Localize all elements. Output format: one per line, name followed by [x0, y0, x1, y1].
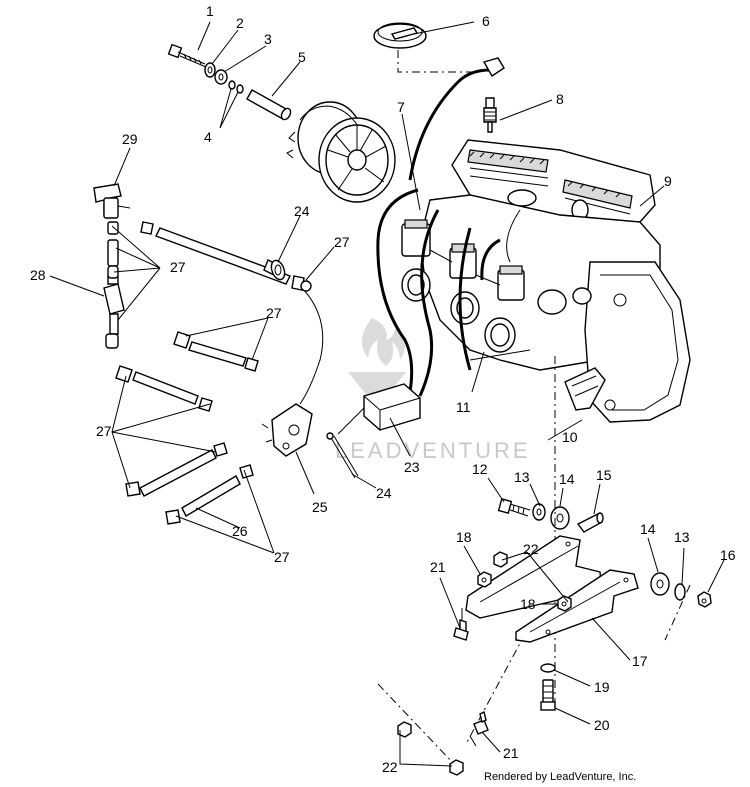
nut-3 [214, 69, 228, 85]
callout-21b: 21 [503, 745, 519, 761]
callout-27d: 27 [96, 423, 112, 439]
callout-18a: 18 [456, 529, 472, 545]
washer-13a [532, 503, 546, 521]
callout-22b: 22 [382, 759, 398, 775]
tee-fitting-24 [270, 259, 286, 281]
callout-19: 19 [594, 679, 610, 695]
render-credit: Rendered by LeadVenture, Inc. [484, 771, 636, 783]
starter-handle-10 [564, 367, 606, 411]
callout-7: 7 [397, 99, 405, 115]
fuel-filter-28 [103, 275, 125, 349]
washer-2 [204, 62, 216, 78]
fuel-line-lower-2 [125, 442, 228, 497]
fuel-pump-29 [93, 183, 131, 219]
callout-28: 28 [30, 267, 46, 283]
callout-21a: 21 [430, 559, 446, 575]
leader-lines [49, 21, 725, 767]
callout-24a: 24 [294, 203, 310, 219]
callout-labels: 1 2 3 4 5 6 7 8 9 10 11 12 13 14 15 14 1… [30, 3, 736, 775]
washer-13b [674, 583, 686, 601]
fuel-line-middle [173, 331, 259, 372]
callout-20: 20 [594, 717, 610, 733]
bolt-20 [540, 679, 556, 711]
hose-clamp-left [107, 221, 119, 279]
callout-2: 2 [236, 15, 244, 31]
callout-16: 16 [720, 547, 736, 563]
callout-1: 1 [206, 3, 214, 19]
callout-18b: 18 [520, 596, 536, 612]
callout-13a: 13 [514, 469, 530, 485]
cdi-box-23 [337, 383, 421, 435]
spacer-sleeve-5 [246, 89, 292, 121]
callout-9: 9 [664, 173, 672, 189]
spacer-15 [576, 512, 604, 533]
callout-15: 15 [596, 467, 612, 483]
tee-fitting-25 [261, 403, 313, 457]
mount-bracket-17 [465, 535, 639, 643]
callout-4: 4 [204, 129, 212, 145]
nut-16 [697, 591, 712, 608]
callout-27e: 27 [274, 549, 290, 565]
callout-10: 10 [562, 429, 578, 445]
bolt-12 [497, 498, 531, 517]
fuel-line-lower-1 [115, 365, 213, 412]
callout-25: 25 [312, 499, 328, 515]
spark-plug-8 [483, 97, 497, 133]
pin-24 [326, 432, 359, 479]
drive-clutch [286, 101, 396, 203]
callout-24b: 24 [376, 485, 392, 501]
callout-26: 26 [232, 523, 248, 539]
callout-12: 12 [472, 461, 488, 477]
callout-22a: 22 [523, 541, 539, 557]
spark-plug-wire [408, 57, 505, 181]
fuel-cap-6 [373, 22, 427, 49]
nut-18a [477, 571, 492, 588]
watermark-text: LEADVENTURE [335, 438, 531, 463]
stud-21b [469, 710, 489, 747]
callout-29: 29 [122, 131, 138, 147]
callout-23: 23 [404, 459, 420, 475]
callout-8: 8 [556, 91, 564, 107]
callout-27a: 27 [170, 259, 186, 275]
callout-6: 6 [482, 13, 490, 29]
rubber-mount-14b [650, 572, 670, 596]
stud-21a [453, 608, 469, 641]
lock-nut-22a [493, 551, 508, 568]
o-rings-4 [228, 80, 244, 94]
callout-14a: 14 [559, 471, 575, 487]
fuel-line-26 [165, 464, 254, 525]
bolt-1 [167, 43, 207, 68]
callout-27b: 27 [334, 234, 350, 250]
nut-22b-top [397, 721, 412, 738]
callout-5: 5 [298, 49, 306, 65]
callout-14b: 14 [640, 521, 656, 537]
watermark-logo [348, 318, 406, 408]
washer-19 [540, 663, 556, 673]
callout-17: 17 [632, 653, 648, 669]
callout-27c: 27 [266, 305, 282, 321]
rubber-mount-14a [550, 506, 570, 530]
callout-13b: 13 [674, 529, 690, 545]
nut-22b-bottom [449, 759, 464, 776]
callout-3: 3 [264, 31, 272, 47]
callout-11: 11 [456, 399, 471, 415]
engine-assembly [376, 139, 691, 423]
nut-18b [557, 595, 572, 612]
